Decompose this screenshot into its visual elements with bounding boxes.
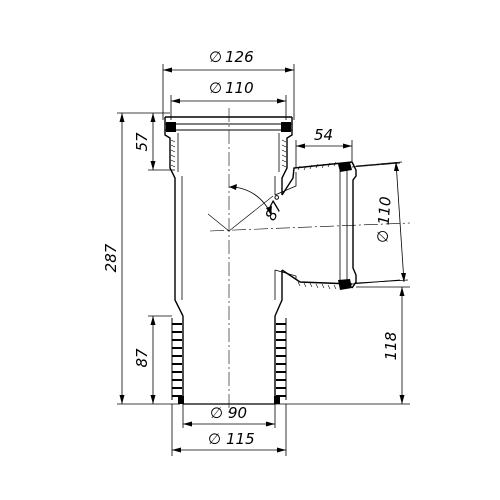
diameter-symbol: ∅ (208, 430, 221, 448)
branch-angle-label: 87° (261, 192, 289, 224)
dim-top-outer: ∅ 126 (162, 48, 295, 120)
top-socket-height-label: 57 (133, 132, 151, 152)
dim-bottom-inner: ∅ 90 (182, 404, 276, 428)
dim-branch-length: 54 (295, 126, 353, 168)
branch-pipe (207, 161, 411, 290)
dim-overall-height: 287 (102, 112, 180, 405)
bottom-spigot-height-label: 87 (133, 348, 151, 368)
branch-offset-height-label: 118 (382, 332, 400, 361)
branch-thread-hatch (297, 161, 337, 290)
dim-branch-diameter: ∅ 110 (355, 161, 409, 284)
dim-top-inner: ∅ 110 (170, 79, 287, 120)
left-ribs (171, 318, 182, 400)
main-pipe (164, 108, 293, 415)
dim-bottom-spigot-height: 87 (133, 315, 172, 404)
socket-thread-hatch (170, 139, 287, 168)
diameter-symbol: ∅ (209, 48, 222, 66)
right-ribs (276, 318, 287, 400)
dim-top-socket-height: 57 (133, 113, 175, 171)
top-inner-diameter-label: 110 (225, 79, 254, 97)
bottom-outer-diameter-label: 115 (226, 430, 255, 448)
diameter-symbol: ∅ (210, 404, 223, 422)
bottom-inner-diameter-label: 90 (228, 404, 247, 422)
branch-length-label: 54 (314, 126, 333, 144)
branch-diameter-label: ∅ 110 (373, 196, 394, 244)
dim-branch-angle: 87° (228, 184, 290, 224)
top-outer-diameter-label: 126 (225, 48, 254, 66)
overall-height-label: 287 (102, 243, 120, 272)
dim-bottom-outer: ∅ 115 (171, 404, 287, 456)
diameter-symbol: ∅ (209, 79, 222, 97)
bottom-spigot (171, 316, 287, 405)
dim-branch-offset-height: 118 (275, 286, 410, 405)
